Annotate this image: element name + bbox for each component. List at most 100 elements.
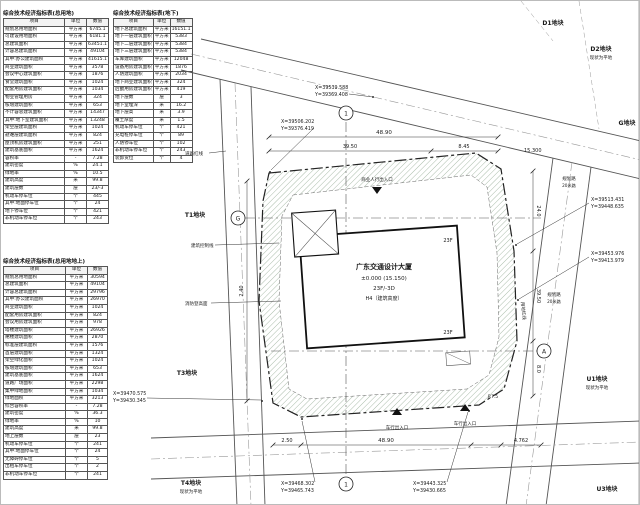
table-cell: %: [65, 417, 88, 427]
table-cell: 米: [64, 177, 87, 187]
axis-bubble-label: 1: [344, 111, 348, 118]
table-cell: 裙楼建筑面积: [3, 334, 66, 343]
table-cell: 99.8: [85, 177, 110, 187]
table-cell: 1024: [85, 124, 110, 133]
table-cell: 地下室埋深: [113, 101, 154, 111]
table-cell: 地下停车位: [2, 207, 66, 217]
table-cell: 个: [64, 200, 87, 209]
table-cell: 平方米: [64, 63, 87, 73]
table-cell: 平方米: [64, 71, 87, 80]
table-cell: 1024: [87, 357, 108, 366]
table-cell: 421: [85, 207, 110, 217]
table-cell: 个: [65, 455, 88, 465]
dim-top-overall: 48.90: [376, 130, 392, 136]
coordinate-label: Y=39448.635: [590, 204, 624, 210]
table-cell: 平方米: [65, 387, 88, 397]
table-cell: 3: [169, 93, 193, 103]
table-cell: 后勤用房建筑面积: [113, 86, 154, 95]
table-header-row: 项目单位数值: [2, 18, 110, 27]
table-cell: 平方米: [152, 78, 171, 88]
table-cell: 平方米: [152, 55, 171, 65]
table-cell: 平方米: [152, 33, 171, 42]
table-cell: 标准层建筑面积: [3, 341, 66, 351]
table-cell: 1624: [85, 147, 110, 156]
table-cell: 1624: [87, 372, 108, 381]
table-cell: 地下层数: [113, 93, 154, 103]
table-cell: 人防建筑面积: [113, 71, 154, 80]
red-line-label: 用地红线: [519, 302, 528, 321]
table-cell: 综合容积率: [3, 402, 66, 412]
table-cell: 23/-3: [85, 185, 110, 194]
table-cell: 首层建筑面积: [3, 349, 66, 359]
table-cell: 计容总建筑面积: [2, 48, 66, 57]
table-cell: 1034: [85, 86, 110, 95]
table-cell: %: [64, 169, 87, 179]
table-cell: 绿地面积: [3, 395, 66, 404]
column-header: 项目: [3, 266, 66, 275]
table-cell: 平方米: [65, 319, 88, 328]
table-cell: 地下三层建筑面积: [113, 48, 154, 57]
column-header: 数值: [85, 18, 110, 27]
table-cell: 824: [85, 131, 110, 141]
table-cell: 29796: [87, 288, 108, 298]
table-cell: 49104: [87, 281, 108, 290]
table-cell: 建筑高度: [3, 425, 66, 435]
dim-right-1: 15.300: [524, 148, 542, 154]
table-cell: 平方米: [64, 131, 87, 141]
table-cell: 装卸货位: [113, 154, 154, 164]
table-cell: 个: [64, 192, 87, 202]
table-cell: 人防停车位: [113, 139, 154, 149]
road-label-name: 规划路: [562, 175, 576, 182]
fire-lane-label: 消防登高面: [185, 300, 208, 307]
column-header: 项目: [113, 18, 154, 27]
block-note-d2: 现状为平地: [590, 54, 613, 61]
table-cell: 规划总用地面积: [3, 273, 66, 283]
table-cell: 13248: [85, 116, 110, 126]
table-cell: 建筑基底面积: [2, 147, 66, 156]
table-cell: 6181.1: [85, 33, 110, 42]
dim-radius: R7.5: [488, 394, 498, 400]
table-cell: 屋顶机房建筑面积: [2, 139, 66, 149]
entrance-arrow-icon: [372, 187, 470, 415]
table-cell: 平方米: [65, 281, 88, 290]
table-cell: 平方米: [65, 349, 88, 359]
table-cell: 324: [169, 78, 193, 88]
table-cell: 49104: [85, 48, 110, 57]
building-height-note: H4（建筑高度）: [366, 295, 403, 302]
table-cell: 个: [152, 147, 171, 156]
table-cell: 平方米: [64, 109, 87, 118]
table-cell: 10: [87, 417, 108, 427]
table-row: 建筑密度%24.1: [2, 162, 110, 171]
table-cell: 非机动车停车位: [113, 147, 154, 156]
table-cell: 2298: [87, 379, 108, 389]
table-cell: 平方米: [152, 40, 171, 50]
table-cell: 102: [169, 139, 193, 149]
column-header: 单位: [64, 18, 87, 27]
table-title: 综合技术经济指标表(地下): [113, 11, 179, 17]
table-cell: 其中:办公建筑面积: [2, 55, 66, 65]
control-line-label: 建筑控制线: [191, 242, 214, 249]
table-cell: 平方米: [64, 25, 87, 35]
table-row: 绿地率%10: [3, 417, 108, 427]
block-label-d2: D2地块: [590, 45, 612, 53]
parcel-boundary-lines: [520, 1, 600, 130]
road-edge-lines: [150, 38, 639, 504]
